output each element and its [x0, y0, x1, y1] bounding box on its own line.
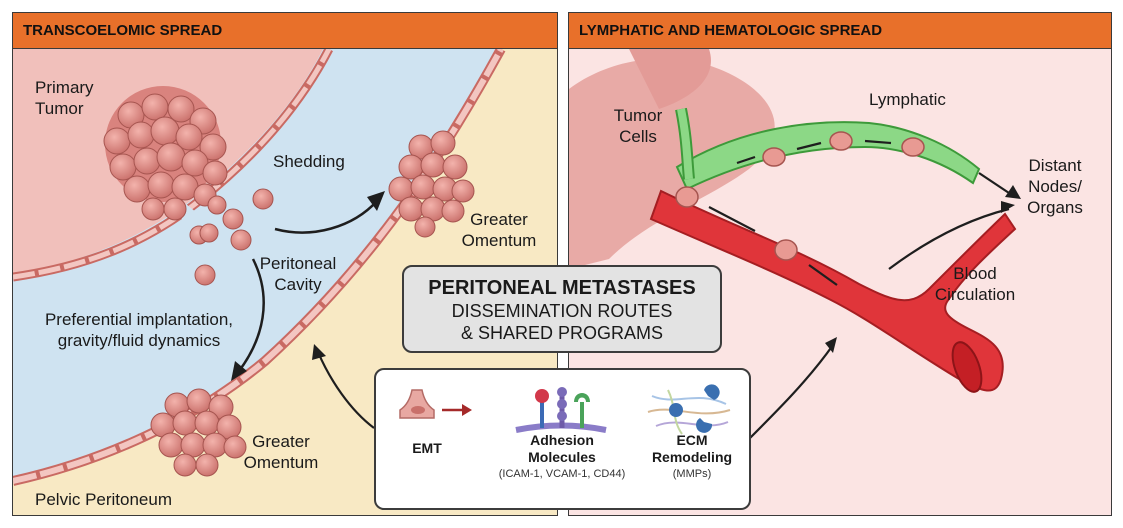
blood-vessel: [649, 189, 1017, 392]
tumor-cells-label: Tumor Cells: [613, 106, 663, 146]
peritoneal-cavity-label: Peritoneal Cavity: [259, 254, 337, 294]
diagram-subtitle-line-1: DISSEMINATION ROUTES: [451, 301, 673, 321]
lymphatic-label: Lymphatic: [869, 90, 946, 109]
primary-tumor-cluster: [103, 86, 228, 221]
circulating-cells: [675, 131, 925, 261]
ecm-remodeling-icon: [647, 384, 731, 435]
shared-programs-box: EMT Adhesion Molecules (ICAM-1, VCAM-1, …: [374, 368, 751, 510]
shed-cells: [189, 188, 274, 286]
center-title-box: PERITONEAL METASTASES DISSEMINATION ROUT…: [402, 265, 722, 353]
adhesion-molecules-icon: [515, 387, 607, 433]
adhesion-molecules-note: (ICAM-1, VCAM-1, CD44): [498, 468, 626, 480]
lymphatic-vessel: [675, 121, 981, 191]
transcoelomic-panel: TRANSCOELOMIC SPREAD: [12, 12, 558, 516]
vascular-arrows: [708, 139, 1010, 440]
omentum-cluster-bottom: [150, 388, 247, 477]
tumor-tissue: [569, 58, 775, 269]
diagram-subtitle-line-2: & SHARED PROGRAMS: [460, 323, 664, 343]
ecm-remodeling-label: ECM Remodeling: [651, 432, 733, 465]
primary-tumor-label: Primary Tumor: [35, 78, 94, 118]
adhesion-molecules-label: Adhesion Molecules: [528, 432, 596, 465]
programs-icons: [399, 384, 731, 435]
greater-omentum-bottom-label: Greater Omentum: [243, 432, 319, 472]
transcoelomic-arrows: [237, 200, 378, 372]
pelvic-peritoneum-label: Pelvic Peritoneum: [35, 490, 173, 509]
greater-omentum-top-label: Greater Omentum: [461, 210, 537, 250]
diagram-title: PERITONEAL METASTASES: [428, 277, 696, 299]
omentum-cluster-top: [388, 130, 475, 238]
distant-nodes-organs-label: Distant Nodes/ Organs: [1027, 156, 1083, 217]
emt-icon: [399, 389, 472, 419]
blood-circulation-label: Blood Circulation: [934, 264, 1016, 304]
emt-label: EMT: [412, 440, 442, 456]
ecm-remodeling-note: (MMPs): [672, 468, 712, 480]
shedding-label: Shedding: [273, 152, 345, 171]
lymphatic-hematologic-header: LYMPHATIC AND HEMATOLOGIC SPREAD: [569, 13, 1111, 49]
implantation-label: Preferential implantation, gravity/fluid…: [44, 310, 234, 350]
transcoelomic-header: TRANSCOELOMIC SPREAD: [13, 13, 557, 49]
transcoelomic-illustration: [13, 49, 506, 486]
vascular-illustration: [569, 49, 1021, 440]
